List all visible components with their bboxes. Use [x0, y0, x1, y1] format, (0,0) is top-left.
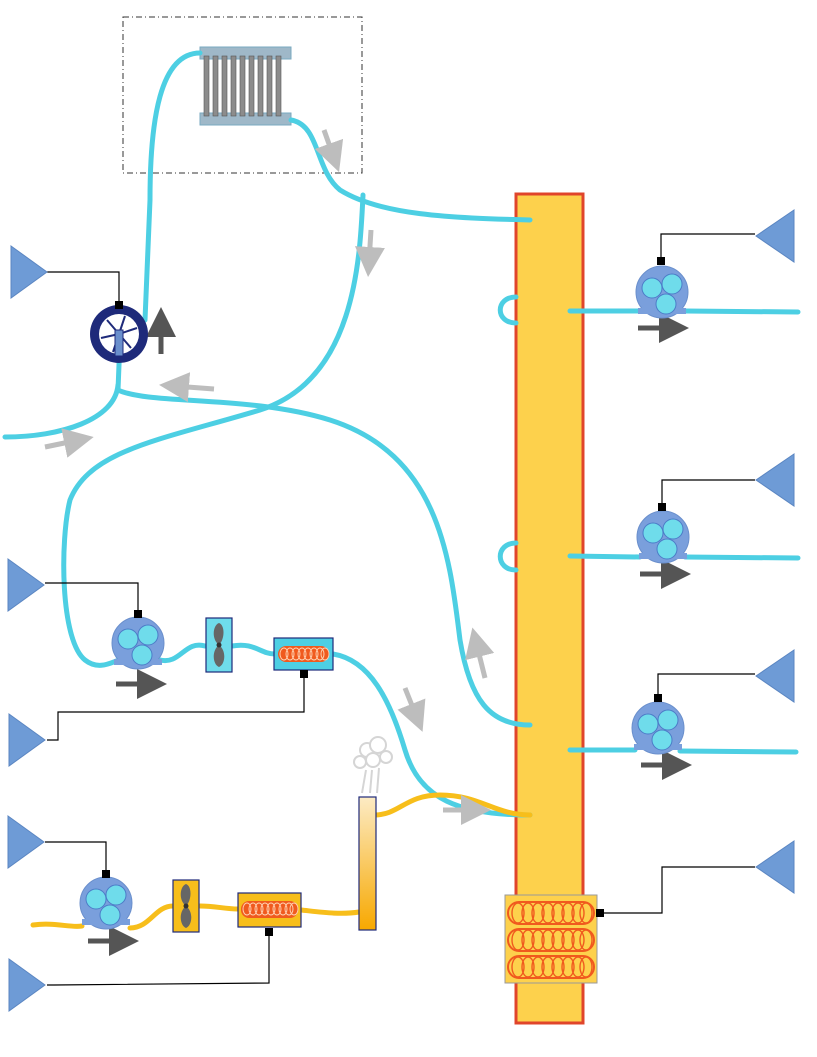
pump3-out-line — [677, 748, 799, 755]
pump-icon — [636, 510, 690, 564]
pump2-discharge-line — [567, 553, 643, 560]
pump1-out-line — [682, 308, 801, 315]
pump2-out-line — [682, 554, 801, 561]
heater-icon — [237, 892, 302, 928]
flow-arrows — [44, 129, 495, 825]
flow-arrow — [314, 129, 344, 173]
reactor-column — [514, 192, 585, 1025]
steam-cloud-icon — [353, 736, 393, 794]
column-loop-1 — [497, 294, 519, 326]
pump-icon — [111, 616, 165, 670]
water-lines — [2, 50, 801, 818]
pump-direction-arrows — [88, 307, 692, 956]
turbine-loop-line — [115, 337, 533, 728]
fan-icon — [205, 617, 233, 673]
flow-arrow — [44, 428, 94, 458]
pump-fan2-line — [127, 903, 176, 931]
control-triangle-icon[interactable] — [755, 840, 795, 894]
fan1-line — [157, 642, 208, 664]
fan-icon — [172, 879, 200, 933]
column-loop-2 — [497, 540, 519, 573]
flow-arrow — [465, 627, 495, 679]
control-triangle-icon[interactable] — [8, 958, 46, 1012]
heater-coil-icon — [504, 894, 598, 984]
branch-to-pump-line — [61, 192, 366, 668]
control-triangle-icon[interactable] — [8, 713, 46, 767]
control-triangle-icon[interactable] — [755, 649, 795, 703]
pump-icon — [631, 701, 685, 755]
steam-to-column-line — [371, 792, 533, 818]
control-triangle-icon[interactable] — [7, 558, 45, 612]
flow-arrow — [397, 687, 426, 732]
flow-arrow — [354, 229, 385, 277]
control-wires — [45, 233, 755, 986]
pump-icon — [635, 265, 689, 319]
radiator-icon — [199, 46, 292, 126]
radiator-supply-line — [142, 50, 203, 323]
control-triangle-icon[interactable] — [755, 209, 795, 263]
control-triangle-icon[interactable] — [7, 815, 45, 869]
radiator-enclosure — [122, 16, 363, 174]
inlet-line — [2, 382, 121, 440]
control-triangle-icon[interactable] — [10, 245, 48, 299]
steam-tube — [358, 796, 377, 931]
flow-arrow — [159, 372, 215, 403]
heater-icon — [273, 637, 334, 671]
feed-inlet-line — [30, 921, 85, 929]
control-triangle-icon[interactable] — [755, 453, 795, 507]
radiator-return-line — [288, 117, 533, 223]
signal-nodes — [102, 257, 666, 936]
heater2-to-tube-line — [298, 907, 362, 916]
pump-icon — [79, 876, 133, 930]
turbine-icon — [90, 305, 148, 363]
fan2-heater-line — [197, 903, 241, 912]
fan1-heater-line — [229, 642, 278, 657]
